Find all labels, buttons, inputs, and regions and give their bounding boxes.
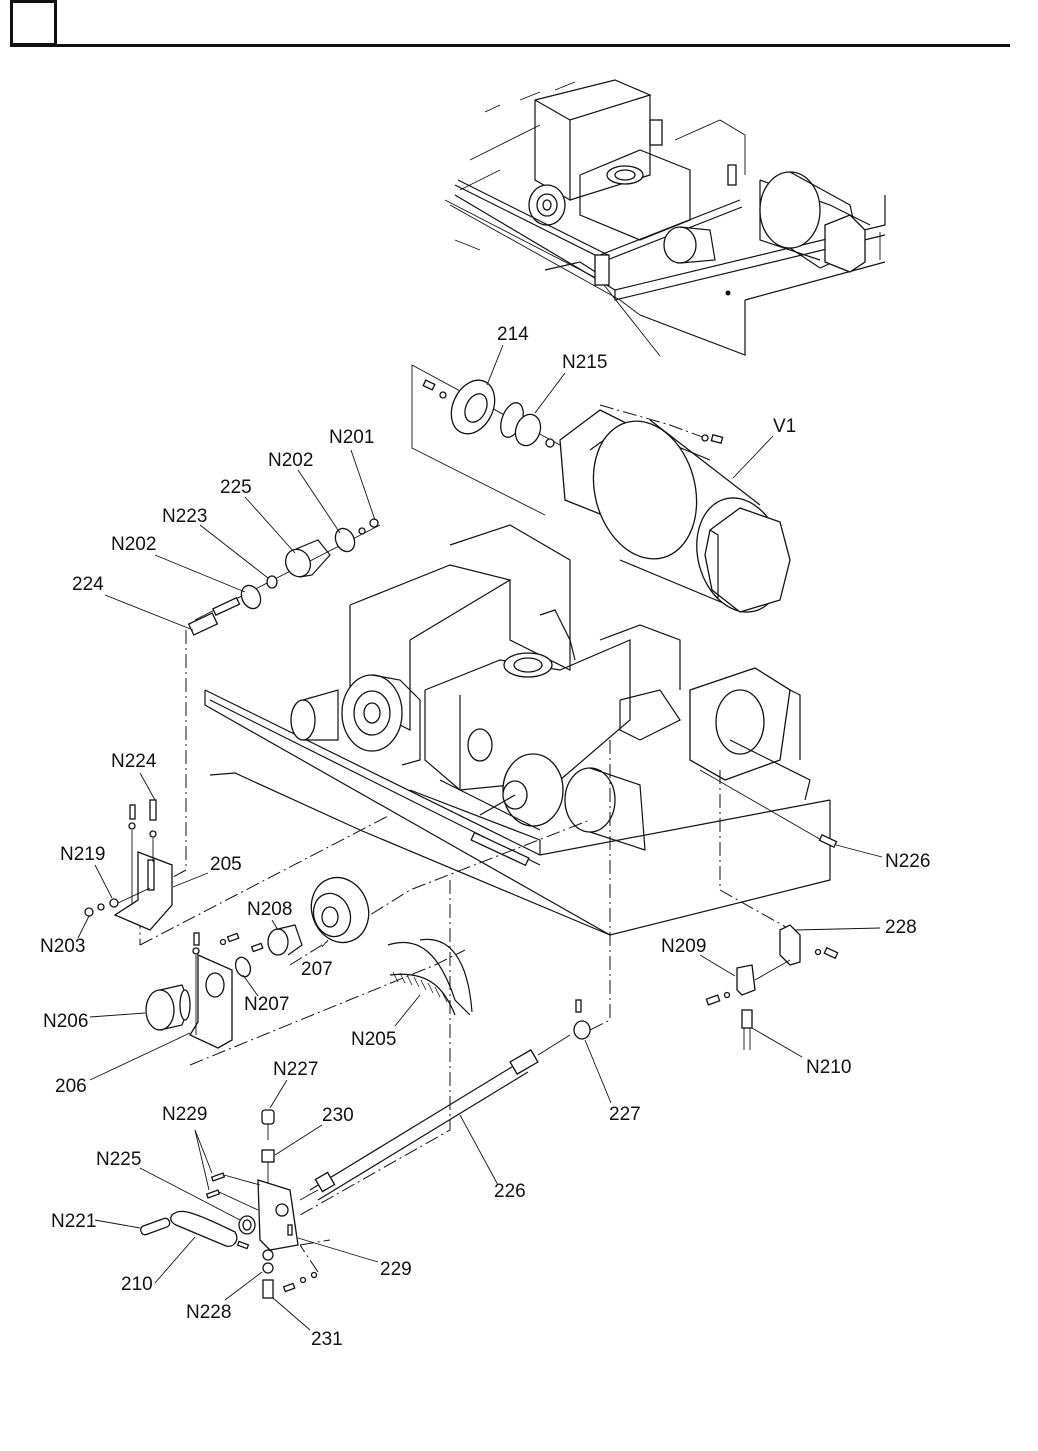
label-226: 226 xyxy=(494,1181,526,1202)
label-224: 224 xyxy=(72,574,104,595)
label-N224: N224 xyxy=(111,751,157,772)
label-230: 230 xyxy=(322,1105,354,1126)
label-N215: N215 xyxy=(562,352,607,373)
label-205: 205 xyxy=(210,854,242,875)
encoder-pulley-group xyxy=(146,869,378,1048)
label-N228: N228 xyxy=(186,1302,231,1323)
label-N202-outer: N202 xyxy=(268,450,313,471)
label-N203: N203 xyxy=(40,936,85,957)
label-N223: N223 xyxy=(162,506,207,527)
idler-roller-group xyxy=(189,519,380,635)
label-207: 207 xyxy=(301,959,333,980)
label-206: 206 xyxy=(55,1076,87,1097)
label-N221: N221 xyxy=(51,1211,96,1232)
label-214: 214 xyxy=(497,324,529,345)
sensor-group xyxy=(706,925,837,1050)
crank-shaft-group xyxy=(300,1000,590,1200)
label-225: 225 xyxy=(220,477,252,498)
label-228: 228 xyxy=(885,917,917,938)
timing-belt-group xyxy=(388,939,472,1015)
label-N209: N209 xyxy=(661,936,706,957)
label-N225: N225 xyxy=(96,1149,141,1170)
label-N206: N206 xyxy=(43,1011,88,1032)
label-N201: N201 xyxy=(329,427,374,448)
label-N226: N226 xyxy=(885,851,930,872)
label-N207: N207 xyxy=(244,994,289,1015)
label-V1: V1 xyxy=(773,416,796,437)
assembled-overview-inset xyxy=(445,80,885,356)
label-N205: N205 xyxy=(351,1029,396,1050)
label-N208: N208 xyxy=(247,899,292,920)
label-231: 231 xyxy=(311,1329,343,1350)
label-229: 229 xyxy=(380,1259,412,1280)
label-N219: N219 xyxy=(60,844,105,865)
label-N202-inner: N202 xyxy=(111,534,156,555)
idler-bracket-group xyxy=(85,800,172,930)
label-N227: N227 xyxy=(273,1059,318,1080)
label-N229: N229 xyxy=(162,1104,207,1125)
drive-motor-group xyxy=(412,365,796,622)
label-210: 210 xyxy=(121,1274,153,1295)
label-N210: N210 xyxy=(806,1057,851,1078)
label-227: 227 xyxy=(609,1104,641,1125)
